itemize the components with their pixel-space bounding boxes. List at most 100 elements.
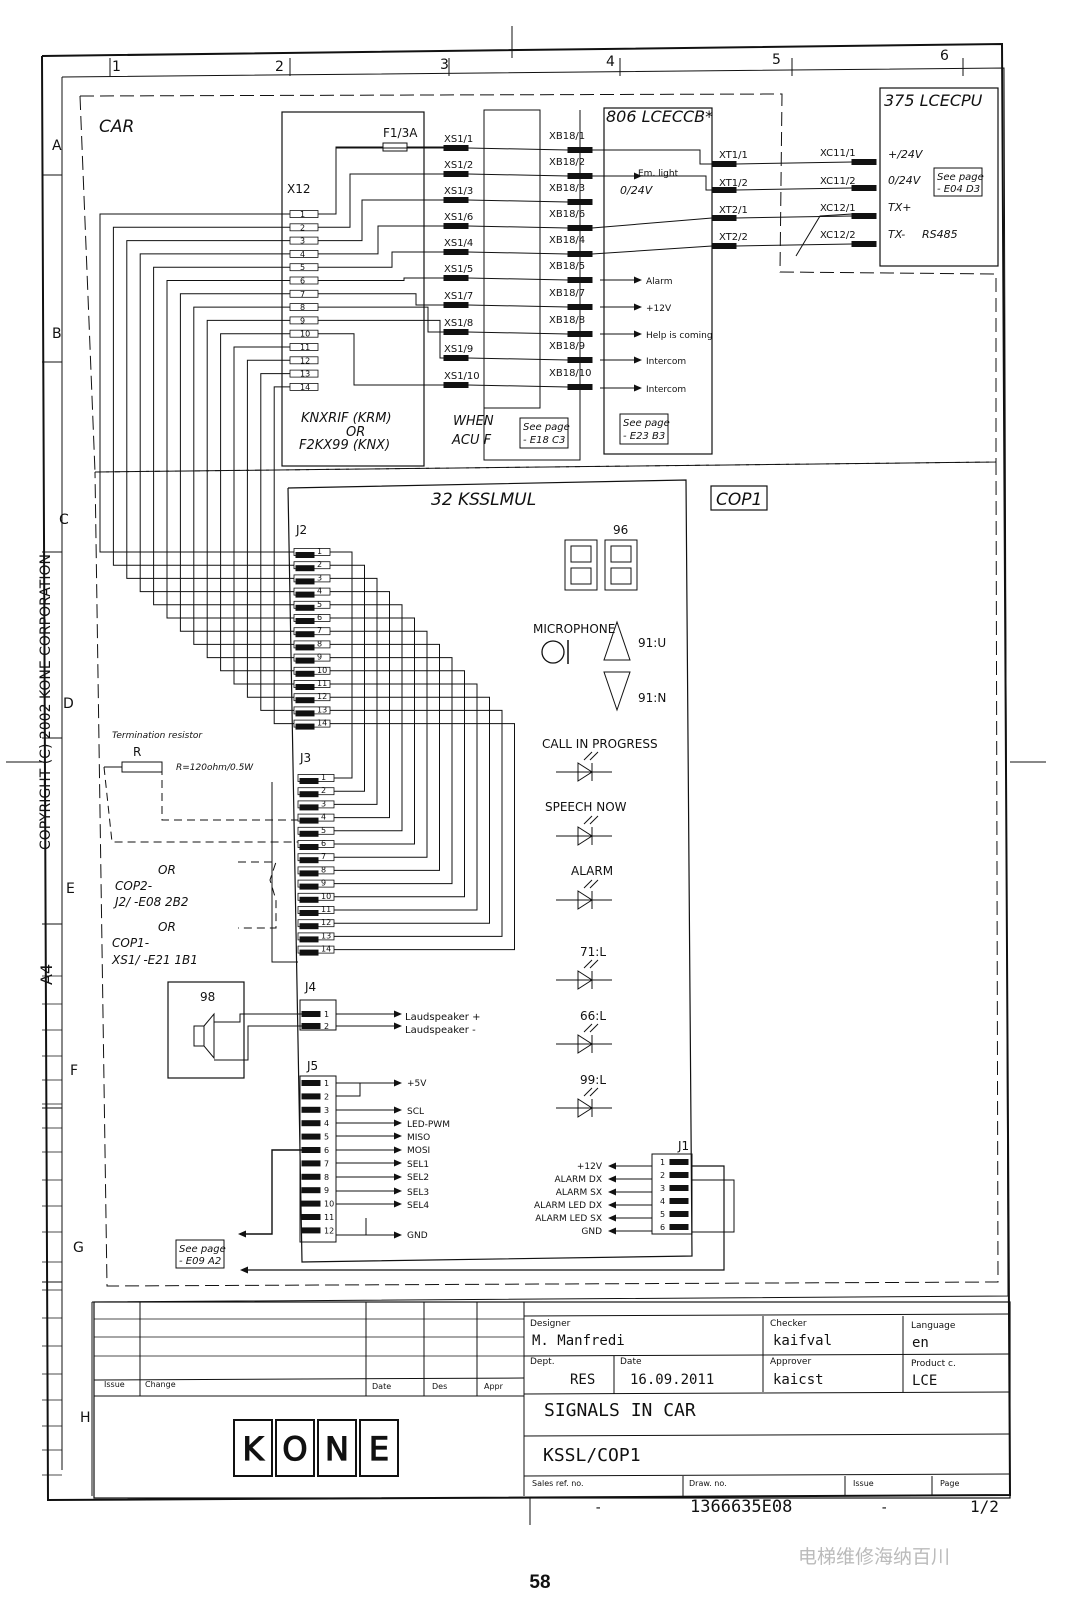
j2-pin-number: 8 — [317, 639, 322, 648]
microphone-icon — [541, 640, 565, 664]
xb18-pin-label: XB18/5 — [549, 261, 585, 272]
j5-pin-number: 2 — [324, 1092, 329, 1101]
zone-car: CAR — [99, 117, 134, 137]
x12-xs1-wire — [318, 251, 444, 268]
tb-des-col: Des — [432, 1382, 447, 1391]
signal-em-light: Em. light — [638, 169, 679, 179]
digit-outline — [604, 539, 638, 591]
col-label-4: 4 — [606, 54, 615, 70]
row-labels: A B C D E F G H — [52, 138, 91, 1426]
xs1-pin-label: XS1/9 — [444, 344, 473, 355]
x12-xs1-wire — [318, 199, 444, 242]
col-label-5: 5 — [772, 52, 781, 68]
j2-pin-number: 14 — [317, 719, 327, 728]
tb-page-label: Page — [940, 1479, 959, 1488]
j5-pin-number: 7 — [324, 1159, 329, 1168]
arrow-head — [608, 1201, 616, 1209]
j2-j3-wire — [330, 604, 403, 832]
pin-terminal — [295, 697, 315, 704]
x12-j2-wire — [206, 319, 294, 659]
j5-pin-number: 10 — [324, 1200, 334, 1209]
sig-miso: MISO — [407, 1133, 430, 1143]
j3-pin-number: 10 — [321, 892, 331, 901]
xc11-1: XC11/1 — [820, 148, 856, 159]
lcecpu-see-page: See page — [937, 172, 984, 183]
xb18-pin-label: XB18/3 — [549, 183, 585, 194]
j4-pin-number: 2 — [324, 1022, 329, 1031]
xs1-xb18-wire — [467, 331, 569, 335]
col-label-3: 3 — [440, 57, 449, 73]
xb-xt-wire — [592, 149, 712, 165]
pin-terminal — [851, 213, 877, 219]
pin-terminal — [567, 304, 593, 310]
pin-terminal — [301, 1227, 321, 1234]
sig-sel4: SEL4 — [407, 1201, 429, 1211]
j3-pin-number: 3 — [321, 799, 326, 808]
signal-0-24v: 0/24V — [888, 174, 922, 187]
lcecpu-ref: - E04 D3 — [937, 184, 980, 195]
sig-sel1: SEL1 — [407, 1160, 429, 1170]
j2-j3-wire — [330, 551, 353, 779]
knx-pin-number: 7 — [300, 290, 305, 299]
knx-pin — [289, 343, 319, 351]
pin-terminal — [299, 883, 319, 890]
signal-tx-plus: TX+ — [888, 201, 911, 214]
pin-terminal — [567, 251, 593, 257]
signal-alarm: Alarm — [646, 277, 672, 287]
pin-terminal — [443, 355, 469, 361]
j2-j3-wire — [330, 617, 415, 845]
x12-j2-wire — [126, 240, 294, 579]
x12-j2-wire — [112, 226, 294, 566]
speaker-id: 98 — [200, 990, 215, 1004]
tb-sales-label: Sales ref. no. — [532, 1479, 584, 1488]
xb18-pin-label: XB18/10 — [549, 368, 592, 379]
j4-pin-number: 1 — [324, 1010, 329, 1019]
fuse-label: F1/3A — [383, 126, 418, 140]
j2-label: J2 — [295, 523, 307, 537]
x12-xs1-wire — [318, 277, 444, 281]
resistor-value: R=120ohm/0.5W — [176, 763, 254, 773]
pin-terminal — [295, 644, 315, 651]
j1-pin-number: 3 — [660, 1184, 665, 1193]
pin-terminal — [301, 1200, 321, 1207]
pin-terminal — [567, 199, 593, 205]
arrow-head — [394, 1119, 402, 1127]
title-block: Designer M. Manfredi Checker kaifval Lan… — [104, 1319, 999, 1517]
pin-terminal — [567, 147, 593, 153]
or-2: OR — [158, 920, 176, 934]
j2-j3-wire — [330, 723, 515, 951]
kone-logo: K O N E — [233, 1419, 399, 1477]
resistor-wire — [161, 767, 298, 821]
j4-pin-labels: 12 — [324, 1010, 329, 1031]
digit-segment — [610, 545, 632, 563]
x12-xs1-wire — [318, 173, 444, 228]
pin-terminal — [299, 804, 319, 811]
logo-o: O — [282, 1430, 307, 1468]
sig-sel3: SEL3 — [407, 1188, 429, 1198]
j2-pin-number: 3 — [317, 573, 322, 582]
knx-pin-number: 14 — [300, 383, 310, 392]
j5-pin-number: 4 — [324, 1119, 329, 1128]
speaker-icon — [203, 1012, 215, 1060]
gnd-return — [240, 1149, 302, 1235]
j4-connector — [299, 999, 337, 1031]
arrow-head — [394, 1187, 402, 1195]
pin-terminal — [669, 1185, 689, 1191]
tb-dept-label: Dept. — [530, 1357, 555, 1367]
sheet-size: A4 — [37, 964, 56, 985]
j3-pin-number: 7 — [321, 852, 326, 861]
kssl-ref: - E09 A2 — [179, 1256, 221, 1267]
pin-terminal — [567, 357, 593, 363]
tb-product: LCE — [912, 1373, 937, 1389]
pin-terminal — [301, 1160, 321, 1167]
pin-terminal — [299, 923, 319, 930]
fuse-wire — [335, 146, 383, 214]
j1-return — [242, 1165, 725, 1271]
j1-loop — [692, 1179, 735, 1233]
microphone-label: MICROPHONE — [533, 622, 615, 636]
pin-terminal — [295, 670, 315, 677]
zone-car-border — [79, 93, 997, 473]
xt1-1: XT1/1 — [719, 150, 748, 161]
tb-product-label: Product c. — [911, 1359, 956, 1369]
